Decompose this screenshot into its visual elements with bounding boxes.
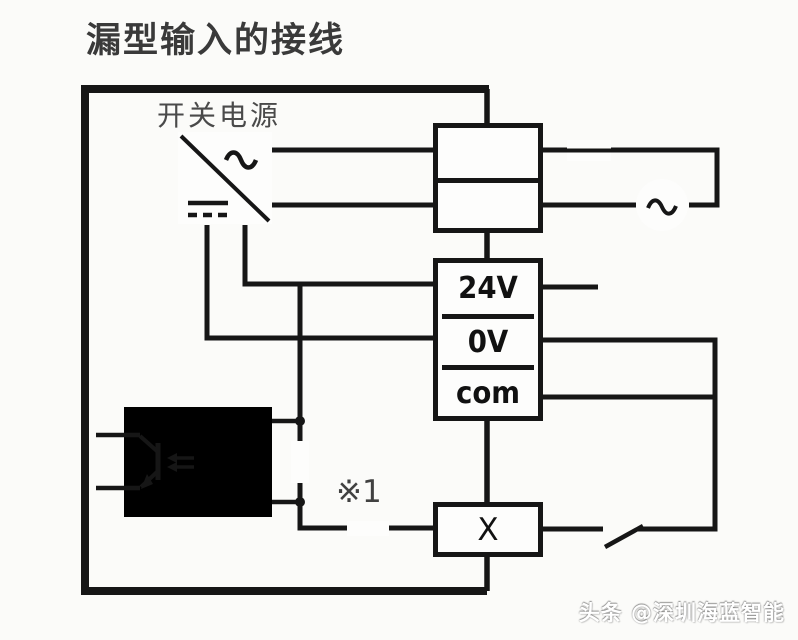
ac-terminal-cell-1 (438, 128, 538, 178)
resistor-internal-icon (291, 441, 309, 483)
resistor-note1-icon (347, 521, 389, 536)
phototransistor-icon (96, 432, 161, 491)
terminal-x: X (433, 502, 543, 557)
ac-source-icon (636, 179, 688, 231)
dc-symbol-icon (188, 200, 228, 218)
psu-diagonal (179, 134, 271, 223)
note-ref-label: ※1 (336, 474, 382, 510)
plc-enclosure-border (81, 85, 490, 595)
watermark-text: 头条 @深圳海蓝智能 (578, 601, 785, 625)
ac-terminal-cell-2 (438, 178, 538, 228)
power-terminal-block: 24V 0V com (433, 258, 543, 421)
power-supply-label: 开关电源 (157, 99, 282, 132)
ac-terminal-block (433, 123, 543, 233)
wire-fuse-ac (542, 147, 720, 208)
power-supply-box (178, 132, 272, 224)
terminal-com: com (442, 365, 534, 416)
optocoupler-box (124, 407, 272, 517)
switch-icon (603, 524, 645, 549)
diagram-title: 漏型输入的接线 (86, 21, 346, 61)
wire-0v-right (542, 337, 718, 532)
terminal-24v: 24V (458, 271, 518, 306)
ac-symbol-icon (223, 150, 259, 170)
light-arrows-icon (167, 453, 194, 472)
optocoupler-circuit (96, 407, 309, 517)
fuse-icon (567, 140, 611, 161)
wire-psu-0v (204, 225, 433, 341)
wire-psu-24v (242, 225, 433, 287)
terminal-0v: 0V (442, 314, 534, 365)
